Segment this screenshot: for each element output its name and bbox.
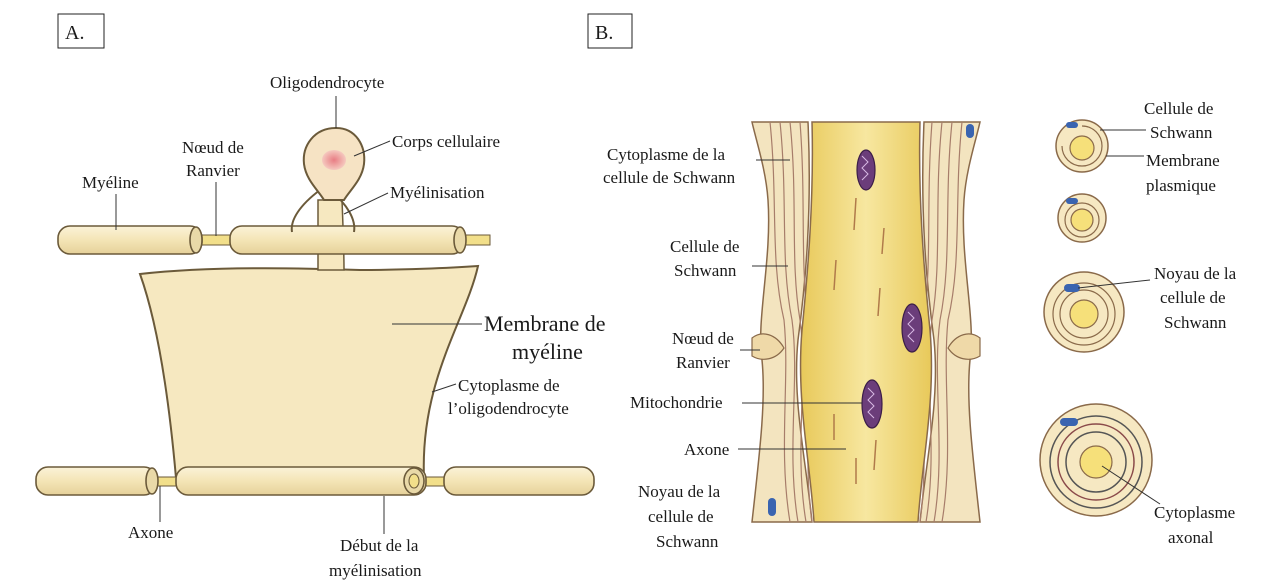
label-cytoplasme-schwann-l2: cellule de Schwann: [603, 168, 736, 187]
label-myelinisation: Myélinisation: [390, 183, 485, 202]
label-noyau-schwann-left-l3: Schwann: [656, 532, 719, 551]
schwann-nucleus-icon: [966, 124, 974, 138]
label-right-axcyto-l2: axonal: [1168, 528, 1214, 547]
panel-b: B.: [588, 14, 1237, 551]
label-noeud-ranvier-l2: Ranvier: [186, 161, 240, 180]
cross-section-stage-1: [1056, 120, 1108, 172]
label-cellule-schwann-l2: Schwann: [674, 261, 737, 280]
label-cytoplasme-oligo-l2: l’oligodendrocyte: [448, 399, 569, 418]
label-right-cellule-l2: Schwann: [1150, 123, 1213, 142]
label-noyau-schwann-left-l2: cellule de: [648, 507, 714, 526]
label-mitochondrie: Mitochondrie: [630, 393, 723, 412]
myelin-segment-end: [454, 227, 466, 253]
myelin-segment-left: [58, 226, 202, 254]
oligodendrocyte-nucleus: [322, 150, 346, 170]
label-myeline: Myéline: [82, 173, 139, 192]
label-debut-myelinisation-l2: myélinisation: [329, 561, 422, 580]
label-right-cellule-l1: Cellule de: [1144, 99, 1213, 118]
label-right-noyau-l3: Schwann: [1164, 313, 1227, 332]
myelin-segment-bottom-middle: [176, 467, 426, 495]
label-membrane-myeline-l1: Membrane de: [484, 311, 606, 336]
label-cytoplasme-oligo-l1: Cytoplasme de: [458, 376, 560, 395]
label-right-membrane-l2: plasmique: [1146, 176, 1216, 195]
myelin-segment-bottom-right: [444, 467, 594, 495]
cross-section-stage-4: [1040, 404, 1152, 516]
label-right-membrane-l1: Membrane: [1146, 151, 1220, 170]
myelin-segment-bottom-left: [36, 467, 156, 495]
label-corps-cellulaire: Corps cellulaire: [392, 132, 500, 151]
mitochondrion: [857, 150, 875, 190]
mitochondrion: [902, 304, 922, 352]
label-right-noyau-l1: Noyau de la: [1154, 264, 1237, 283]
label-debut-myelinisation-l1: Début de la: [340, 536, 419, 555]
cross-section-stage-2: [1058, 194, 1106, 242]
label-cytoplasme-schwann-l1: Cytoplasme de la: [607, 145, 725, 164]
label-noeud-ranvier-l1: Nœud de: [182, 138, 244, 157]
label-noyau-schwann-left-l1: Noyau de la: [638, 482, 721, 501]
label-right-noyau-l2: cellule de: [1160, 288, 1226, 307]
mitochondrion: [862, 380, 882, 428]
schwann-nucleus-icon: [768, 498, 776, 516]
myelin-membrane: [140, 266, 478, 478]
panel-a-label: A.: [65, 22, 84, 44]
label-axone-b: Axone: [684, 440, 729, 459]
myelin-segment-end: [409, 474, 419, 488]
label-axone-a: Axone: [128, 523, 173, 542]
myelin-segment-middle: [230, 226, 464, 254]
myelin-segment-end: [190, 227, 202, 253]
label-noeud-ranvier-b-l2: Ranvier: [676, 353, 730, 372]
label-noeud-ranvier-b-l1: Nœud de: [672, 329, 734, 348]
label-cellule-schwann-l1: Cellule de: [670, 237, 739, 256]
label-oligodendrocyte: Oligodendrocyte: [270, 73, 384, 92]
myelin-segment-end: [146, 468, 158, 494]
panel-b-label: B.: [595, 22, 613, 44]
label-membrane-myeline-l2: myéline: [512, 339, 583, 364]
panel-a: A. Oligodendrocyte Corps cellulaire Nœud…: [36, 14, 606, 580]
label-right-axcyto-l1: Cytoplasme: [1154, 503, 1235, 522]
